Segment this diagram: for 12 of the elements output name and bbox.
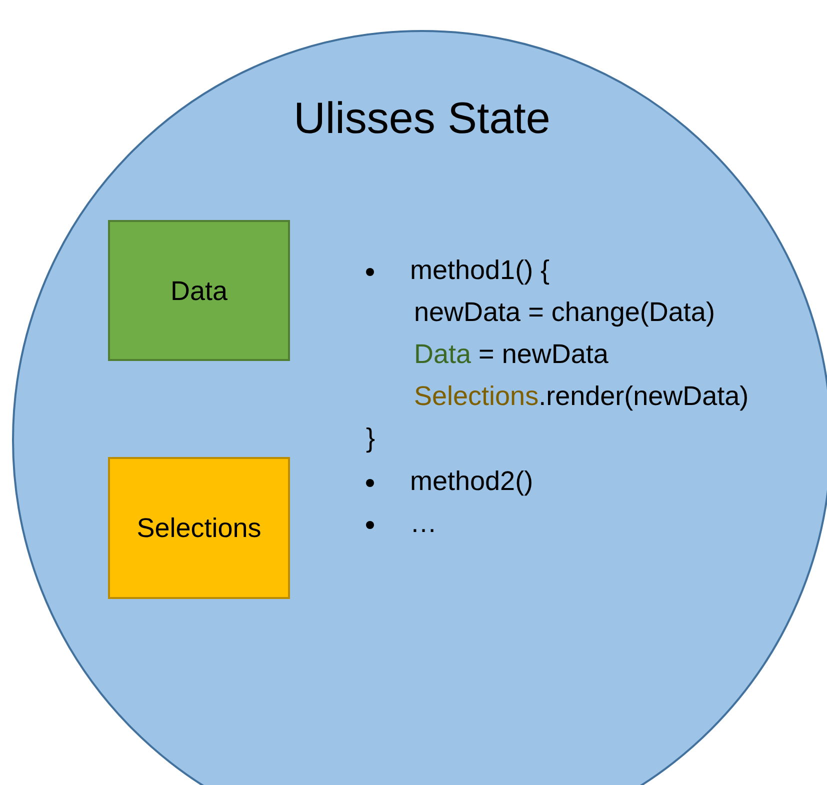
- code-line: Selections.render(newData): [414, 381, 749, 412]
- box-label: Selections: [136, 513, 262, 544]
- code-line: Data = newData: [414, 339, 608, 370]
- code-line: method1() {: [410, 255, 550, 286]
- circle-heading: Ulisses State: [292, 94, 552, 144]
- code-line: }: [366, 423, 376, 454]
- code-line: newData = change(Data): [414, 297, 715, 328]
- code-line: method2(): [410, 466, 534, 497]
- code-line: …: [410, 508, 437, 539]
- data-box: [108, 220, 290, 361]
- box-label: Data: [169, 276, 229, 307]
- selections-box: [108, 457, 290, 599]
